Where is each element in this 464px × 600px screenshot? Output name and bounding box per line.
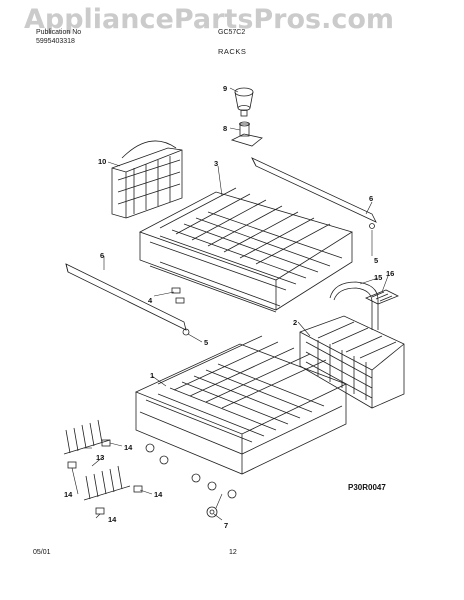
publication-number: 5995403318 (36, 38, 75, 45)
part-7-wheel (206, 506, 218, 518)
diagram-code: P30R0047 (348, 483, 386, 492)
part-8-hub (230, 121, 263, 147)
leader-lines (71, 87, 389, 521)
callout-14-b: 14 (154, 490, 163, 499)
callout-14-d: 14 (108, 515, 117, 524)
footer-page-number: 12 (229, 549, 237, 556)
part-13-tines (63, 419, 131, 501)
part-4-clip (171, 287, 185, 304)
callout-3: 3 (214, 159, 218, 168)
section-title: RACKS (218, 47, 247, 56)
callout-1: 1 (150, 371, 154, 380)
part-2-basket (299, 315, 405, 409)
callout-14-c: 14 (64, 490, 73, 499)
callout-5-left: 5 (204, 338, 208, 347)
callout-10: 10 (98, 157, 106, 166)
part-16-lid (365, 289, 399, 305)
part-6-left-rail (65, 263, 190, 336)
callout-6-left: 6 (100, 251, 104, 260)
footer-date: 05/01 (33, 549, 51, 556)
callout-15: 15 (374, 273, 382, 282)
part-9-nozzle (234, 87, 254, 117)
callout-9: 9 (223, 84, 227, 93)
model-label: GC57C2 (218, 29, 246, 36)
part-1-lower-rack (134, 335, 348, 499)
part-6-right-rail (251, 157, 377, 229)
watermark: AppliancePartsPros.com (24, 4, 395, 35)
callout-6-right: 6 (369, 194, 373, 203)
callout-8: 8 (223, 124, 227, 133)
callout-13: 13 (96, 453, 104, 462)
part-3-upper-rack (139, 187, 353, 313)
callout-2: 2 (293, 318, 297, 327)
callout-7: 7 (224, 521, 228, 530)
part-10-basket (111, 140, 183, 219)
callout-16: 16 (386, 269, 394, 278)
callout-5-right: 5 (374, 256, 378, 265)
callout-4: 4 (148, 296, 153, 305)
part-15-handle (329, 281, 379, 330)
publication-label: Publication No (36, 29, 82, 36)
callout-14-a: 14 (124, 443, 133, 452)
